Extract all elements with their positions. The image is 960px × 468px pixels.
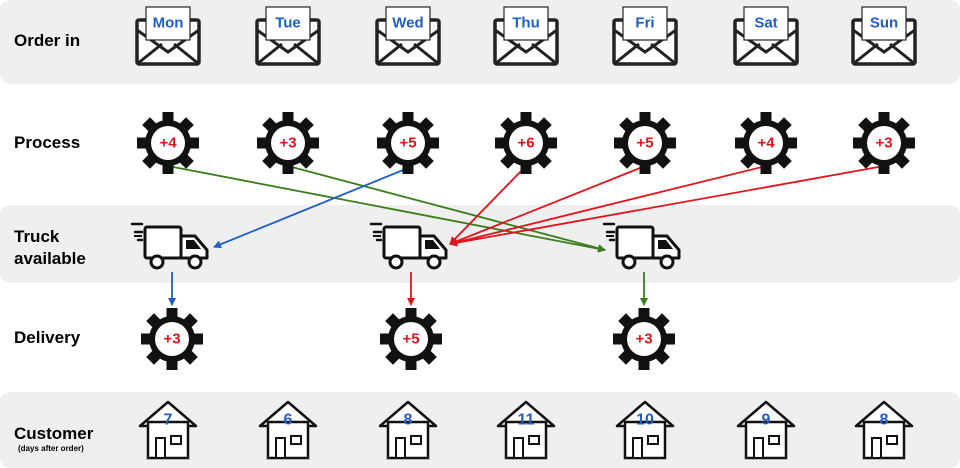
row-label-process: Process	[14, 133, 81, 152]
house-icon: 8	[854, 400, 914, 460]
house-icon: 8	[378, 400, 438, 460]
route-arrow	[449, 165, 646, 246]
envelope-day-label: Wed	[392, 15, 423, 32]
house-days-label: 9	[762, 412, 771, 429]
process-gear-icon: +5	[377, 112, 439, 174]
envelope-day-label: Thu	[512, 15, 540, 32]
process-gear-icon: +3	[853, 112, 915, 174]
process-gear-icon: +4	[735, 112, 797, 174]
house-days-label: 10	[636, 412, 654, 429]
process-gear-icon: +3	[257, 112, 319, 174]
house-icon: 6	[258, 400, 318, 460]
gear-days-label: +4	[757, 135, 775, 152]
house-icon: 7	[138, 400, 198, 460]
envelope-icon: Sun	[851, 6, 917, 66]
row-label-delivery: Delivery	[14, 328, 81, 347]
gear-days-label: +4	[159, 135, 177, 152]
envelope-day-label: Fri	[635, 15, 654, 32]
delivery-gear-icon: +3	[613, 308, 675, 370]
house-days-label: 8	[880, 412, 889, 429]
row-label-truck: Truck	[14, 227, 60, 246]
process-gear-icon: +4	[137, 112, 199, 174]
gear-days-label: +3	[279, 135, 296, 152]
delivery-gear-icon: +3	[141, 308, 203, 370]
gear-days-label: +5	[402, 331, 419, 348]
route-arrow	[287, 165, 606, 253]
envelope-icon: Sat	[733, 6, 799, 66]
gear-days-label: +3	[635, 331, 652, 348]
house-days-label: 6	[284, 412, 293, 429]
house-days-label: 8	[404, 412, 413, 429]
envelope-icon: Tue	[255, 6, 321, 66]
route-arrow	[213, 165, 414, 249]
delivery-gear-icon: +5	[380, 308, 442, 370]
envelope-icon: Mon	[135, 6, 201, 66]
envelope-icon: Thu	[493, 6, 559, 66]
envelope-icon: Fri	[612, 6, 678, 66]
row-label-truck-2: available	[14, 249, 86, 268]
envelope-day-label: Sun	[870, 15, 898, 32]
route-arrow	[449, 165, 527, 245]
row-sublabel-customer: (days after order)	[18, 444, 84, 453]
row-label-customer: Customer	[14, 424, 94, 443]
gear-days-label: +5	[636, 135, 653, 152]
envelope-day-label: Sat	[754, 15, 777, 32]
route-arrow	[167, 165, 606, 253]
process-gear-icon: +6	[495, 112, 557, 174]
row-label-order-in: Order in	[14, 31, 81, 50]
house-icon: 9	[736, 400, 796, 460]
route-arrow	[449, 165, 885, 247]
truck-icon-3	[602, 222, 681, 270]
gear-days-label: +6	[517, 135, 534, 152]
house-icon: 10	[615, 400, 675, 460]
gear-days-label: +3	[163, 331, 180, 348]
gear-days-label: +5	[399, 135, 416, 152]
house-icon: 11	[496, 400, 556, 460]
house-days-label: 11	[518, 412, 535, 429]
envelope-icon: Wed	[375, 6, 441, 66]
truck-icon-1	[130, 222, 209, 270]
envelope-day-label: Tue	[275, 15, 301, 32]
truck-icon-2	[369, 222, 448, 270]
envelope-day-label: Mon	[153, 15, 184, 32]
route-arrow	[449, 165, 767, 247]
gear-days-label: +3	[875, 135, 892, 152]
house-days-label: 7	[164, 412, 173, 429]
process-gear-icon: +5	[614, 112, 676, 174]
